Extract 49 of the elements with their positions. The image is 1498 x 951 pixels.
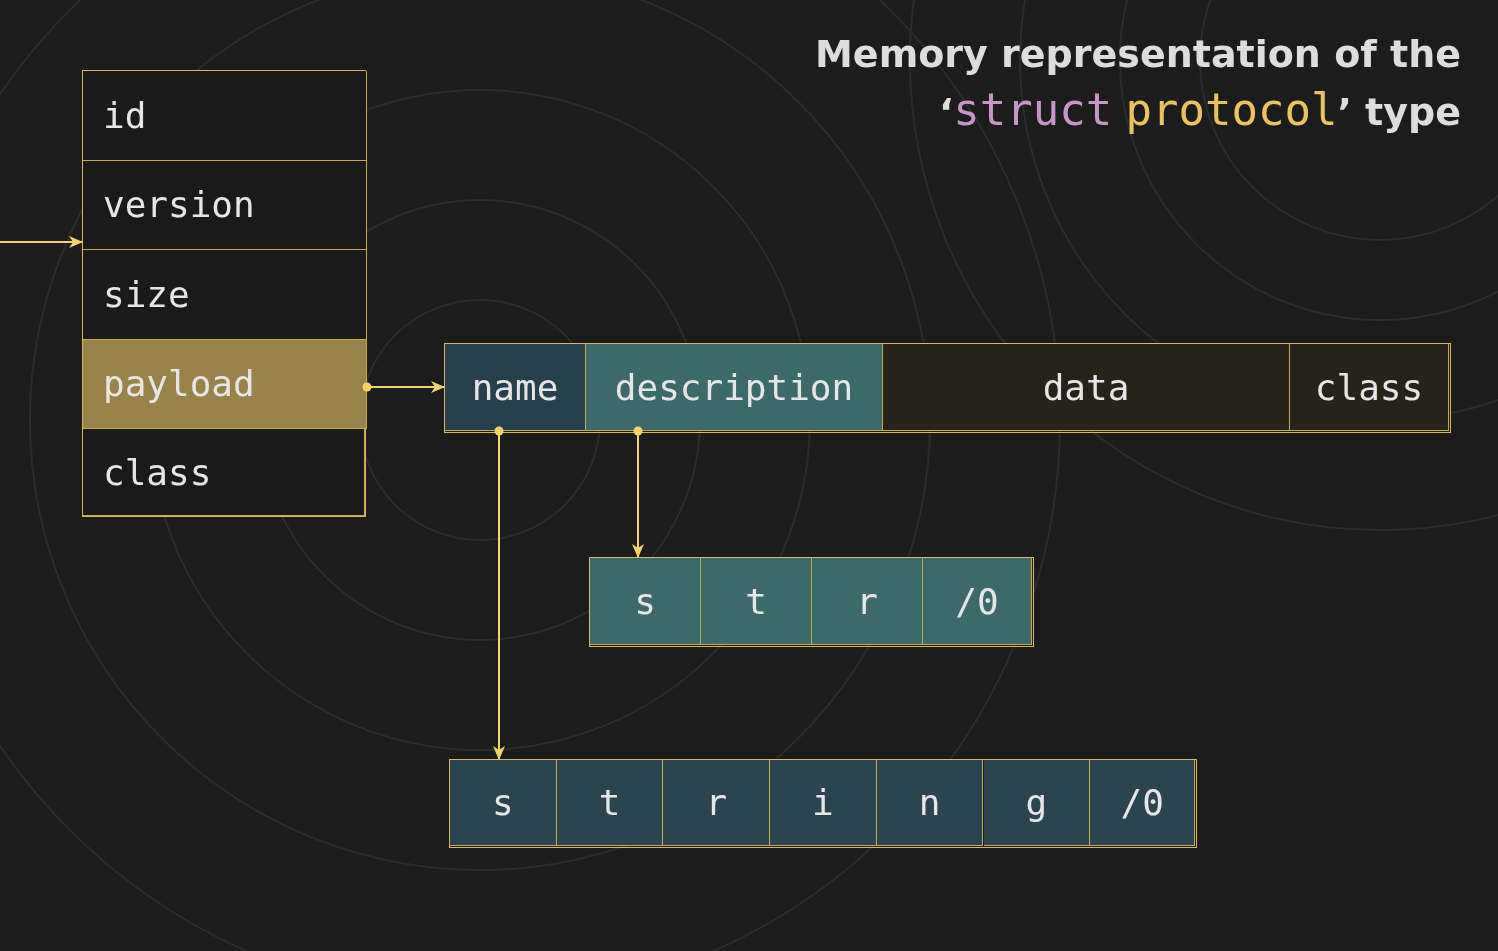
memory-cell	[83, 339, 367, 429]
memory-cell	[876, 760, 984, 846]
memory-cell	[83, 71, 367, 161]
memory-cell	[445, 344, 586, 431]
memory-cell	[590, 558, 701, 645]
memory-cell	[556, 760, 664, 846]
memory-cell	[883, 344, 1290, 431]
memory-cell	[812, 558, 923, 645]
memory-cell	[83, 250, 367, 340]
memory-cell	[1090, 760, 1196, 846]
cell-label: g	[1025, 782, 1048, 823]
cell-label: i	[812, 782, 834, 823]
cell-label: t	[745, 580, 767, 622]
cell-label: class	[1314, 366, 1424, 408]
cell-label: s	[634, 580, 656, 622]
memory-block-box	[82, 70, 366, 517]
memory-block-box	[449, 759, 1197, 848]
memory-cell	[83, 160, 367, 250]
memory-cell	[586, 344, 883, 431]
memory-cell	[770, 760, 877, 846]
arrow	[362, 381, 445, 393]
cell-label: r	[856, 580, 878, 622]
cell-label: /0	[1120, 782, 1164, 823]
memory-cell	[923, 558, 1032, 645]
memory-block-box	[444, 343, 1451, 433]
cell-label: /0	[955, 580, 999, 622]
cell-label: id	[103, 94, 147, 136]
memory-cell	[663, 760, 771, 846]
memory-block-box	[589, 557, 1034, 647]
cell-label: t	[598, 782, 621, 823]
cell-label: data	[1042, 366, 1130, 408]
cell-label: n	[918, 782, 941, 823]
arrow	[493, 426, 505, 760]
cell-label: description	[614, 366, 854, 408]
cell-label: s	[492, 782, 514, 823]
memory-cell	[1290, 344, 1449, 431]
memory-cell	[983, 760, 1091, 846]
memory-cell	[450, 760, 557, 846]
cell-label: class	[103, 451, 212, 493]
cell-label: size	[103, 273, 190, 315]
cell-label: payload	[103, 363, 255, 405]
cell-label: name	[471, 366, 559, 408]
memory-cell	[701, 558, 812, 645]
arrow	[632, 426, 644, 558]
memory-cell	[83, 429, 365, 516]
cell-label: version	[103, 184, 255, 226]
title: Memory representation of the ‘struct protocol’ type	[814, 31, 1461, 137]
cell-label: r	[705, 782, 728, 823]
arrow	[0, 236, 83, 248]
